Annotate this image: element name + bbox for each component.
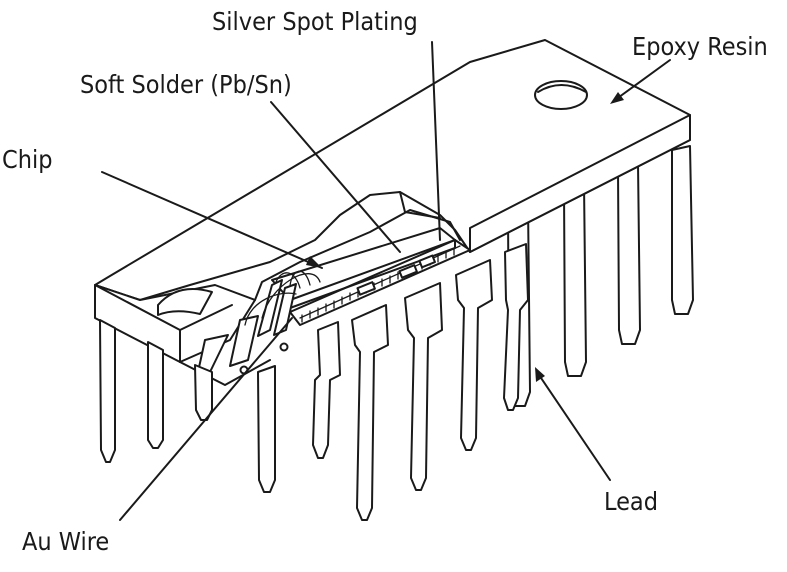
body-right-face [469,114,691,253]
lead-front-7 [404,282,443,491]
lead-front-3 [194,364,213,421]
lead-front-2 [147,341,164,449]
label-lead: Lead [604,487,658,516]
callout-chip-line [101,171,323,269]
lead-front-1 [99,319,116,463]
cutaway [197,191,471,375]
label-au-wire: Au Wire [22,527,109,556]
callout-epoxy-line [614,59,671,101]
callout-solder-line [270,101,401,253]
lead-front-9 [503,243,529,411]
label-soft-solder: Soft Solder (Pb/Sn) [80,70,292,99]
callout-lead-line [536,371,611,481]
lead-front-5 [312,321,341,459]
lead-front-8 [455,259,493,451]
bond-pad-1 [356,281,376,296]
callout-auwire-line [119,317,293,521]
lead-front-4 [257,365,276,493]
label-epoxy-resin: Epoxy Resin [632,32,768,61]
label-chip: Chip [2,145,53,174]
mold-hole-left [157,288,213,316]
lead-front-6 [351,304,389,521]
callout-silver-line [431,41,441,241]
callouts [101,41,671,521]
front-leads [99,243,529,521]
au-wires [244,270,321,326]
bond-pad-2 [398,264,418,279]
label-silver-spot-plating: Silver Spot Plating [212,7,418,36]
bond-pad-3 [418,254,436,269]
